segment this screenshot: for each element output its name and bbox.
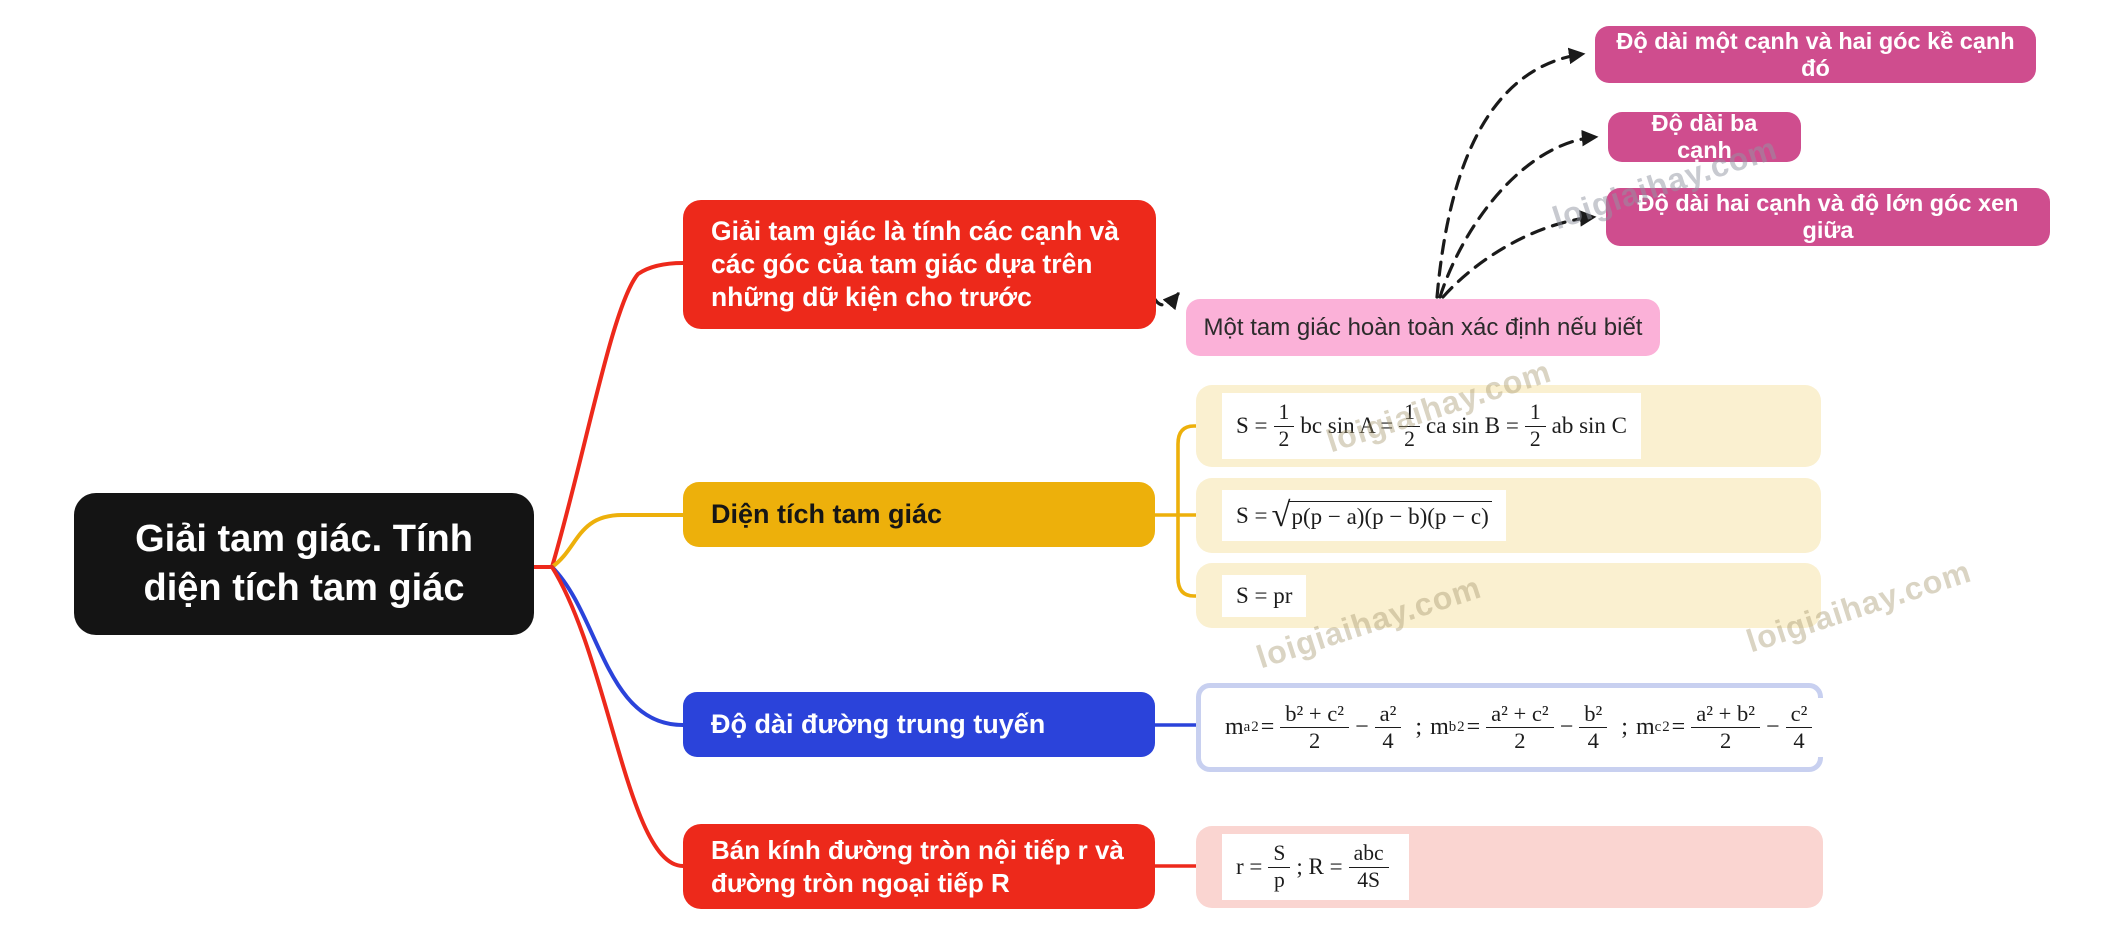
- area-node: Diện tích tam giác: [683, 482, 1155, 547]
- connector-root-to-radius: [550, 565, 685, 868]
- fraction: S p: [1268, 841, 1291, 892]
- area-formula-1-box: S = 1 2 bc sin A = 1 2 ca sin B = 1 2 ab…: [1196, 385, 1821, 467]
- dashed-arrow-solve-to-determined: [1151, 292, 1180, 311]
- dashed-arrow-determined-to-case1: [1435, 47, 1586, 299]
- dashed-arrow-determined-to-case2: [1438, 129, 1599, 299]
- solve-definition-node: Giải tam giác là tính các cạnh và các gó…: [683, 200, 1156, 329]
- root-node-label: Giải tam giác. Tính diện tích tam giác: [135, 518, 473, 609]
- fraction: abc 4S: [1348, 841, 1389, 892]
- connector-area-to-formula3: [1176, 513, 1198, 598]
- fraction: 1 2: [1524, 400, 1546, 451]
- case-node-three-sides: Độ dài ba cạnh: [1608, 110, 1801, 163]
- connector-root-to-solve: [550, 261, 685, 569]
- solve-definition-label: Giải tam giác là tính các cạnh và các gó…: [711, 215, 1119, 313]
- area-formula-1: S = 1 2 bc sin A = 1 2 ca sin B = 1 2 ab…: [1222, 393, 1642, 459]
- median-node-label: Độ dài đường trung tuyến: [711, 708, 1046, 739]
- fraction: b² 4: [1579, 701, 1608, 754]
- case-label: Độ dài ba cạnh: [1651, 110, 1758, 163]
- fraction: c² 4: [1785, 701, 1813, 754]
- connector-root-to-median: [550, 565, 685, 727]
- case-node-side-two-angles: Độ dài một cạnh và hai góc kề cạnh đó: [1595, 26, 2036, 83]
- case-label: Độ dài hai cạnh và độ lớn góc xen giữa: [1637, 190, 2019, 243]
- dashed-arrow-determined-to-case3: [1441, 210, 1597, 299]
- fraction: a² + c² 2: [1486, 701, 1554, 754]
- fraction: 1 2: [1399, 400, 1420, 451]
- fraction: a² 4: [1374, 701, 1402, 754]
- radius-node-label: Bán kính đường tròn nội tiếp r và đường …: [711, 835, 1124, 898]
- determined-condition-label: Một tam giác hoàn toàn xác định nếu biết: [1203, 313, 1643, 341]
- area-formula-2-box: S = √ p(p − a)(p − b)(p − c): [1196, 478, 1821, 553]
- radius-formula-box: r = S p ; R = abc 4S: [1196, 826, 1823, 908]
- root-node: Giải tam giác. Tính diện tích tam giác: [74, 493, 534, 635]
- area-formula-3: S = pr: [1222, 574, 1307, 617]
- area-node-label: Diện tích tam giác: [711, 498, 943, 529]
- fraction: a² + b² 2: [1691, 701, 1761, 754]
- area-formula-2: S = √ p(p − a)(p − b)(p − c): [1222, 490, 1506, 541]
- fraction: 1 2: [1273, 400, 1295, 451]
- radius-node: Bán kính đường tròn nội tiếp r và đường …: [683, 824, 1155, 909]
- fraction: b² + c² 2: [1280, 701, 1350, 754]
- connector-root-to-area: [550, 513, 685, 569]
- connector-area-to-formula1: [1176, 424, 1198, 517]
- case-label: Độ dài một cạnh và hai góc kề cạnh đó: [1616, 27, 2015, 81]
- median-node: Độ dài đường trung tuyến: [683, 692, 1155, 757]
- radical-sign: √: [1271, 496, 1291, 535]
- determined-condition-node: Một tam giác hoàn toàn xác định nếu biết: [1186, 299, 1660, 356]
- radius-formula: r = S p ; R = abc 4S: [1222, 834, 1409, 900]
- area-formula-3-box: S = pr: [1196, 563, 1821, 628]
- case-node-two-sides-angle: Độ dài hai cạnh và độ lớn góc xen giữa: [1606, 188, 2050, 246]
